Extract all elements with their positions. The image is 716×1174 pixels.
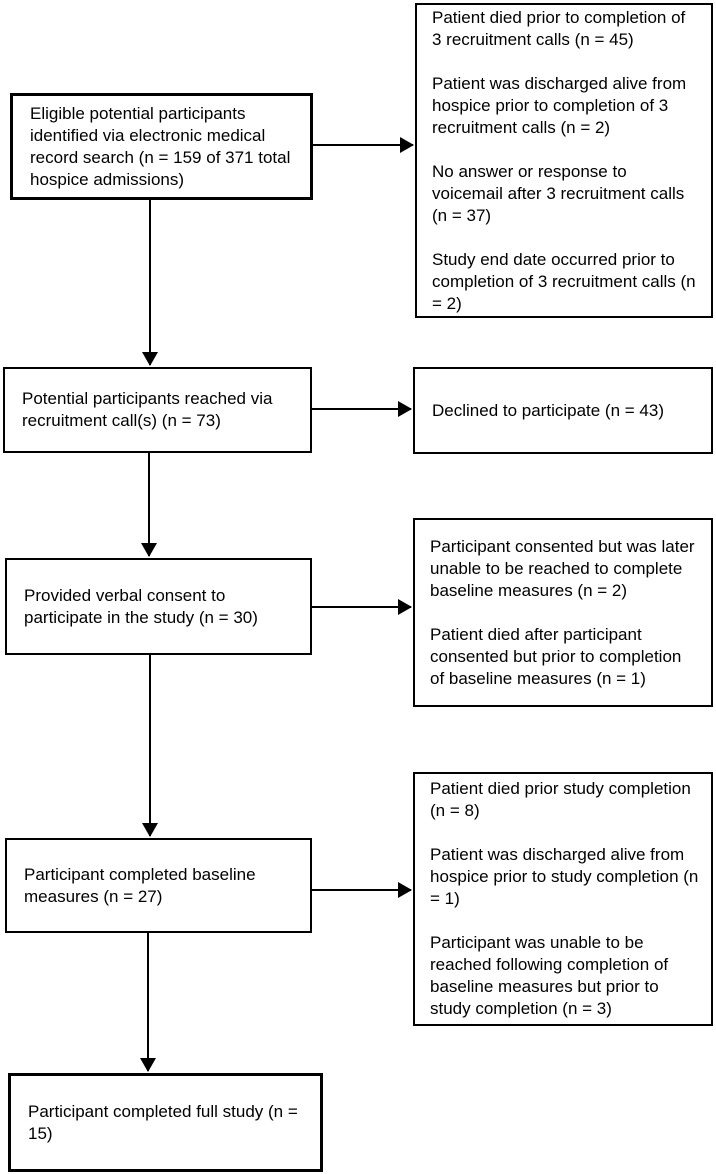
excluded-completion-reason: Patient died prior study completion (n =…	[430, 779, 691, 820]
node-declined: Declined to participate (n = 43)	[413, 367, 713, 454]
node-full-study-completed-label: Participant completed full study (n = 15…	[28, 1101, 298, 1143]
node-participants-reached-label: Potential participants reached via recru…	[22, 389, 273, 430]
node-excluded-completion: Patient died prior study completion (n =…	[413, 772, 713, 1026]
excluded-recruitment-reason: Study end date occurred prior to complet…	[432, 249, 696, 313]
node-excluded-recruitment: Patient died prior to completion of 3 re…	[415, 3, 713, 318]
excluded-recruitment-reason: Patient was discharged alive from hospic…	[432, 73, 687, 137]
excluded-baseline-reason: Patient died after participant consented…	[430, 624, 682, 688]
node-eligible-participants: Eligible potential participants identifi…	[10, 93, 313, 200]
excluded-recruitment-reason: Patient died prior to completion of 3 re…	[432, 7, 686, 49]
node-full-study-completed: Participant completed full study (n = 15…	[8, 1073, 323, 1172]
excluded-completion-reason: Participant was unable to be reached fol…	[430, 933, 669, 1018]
node-participants-reached: Potential participants reached via recru…	[3, 367, 312, 453]
node-baseline-completed: Participant completed baseline measures …	[5, 838, 312, 933]
node-baseline-completed-label: Participant completed baseline measures …	[24, 864, 256, 906]
excluded-completion-reason: Patient was discharged alive from hospic…	[430, 845, 699, 908]
node-excluded-baseline: Participant consented but was later unab…	[413, 518, 713, 707]
node-declined-label: Declined to participate (n = 43)	[432, 400, 664, 420]
excluded-recruitment-reason: No answer or response to voicemail after…	[432, 161, 685, 225]
node-verbal-consent-label: Provided verbal consent to participate i…	[24, 585, 258, 627]
excluded-baseline-reason: Participant consented but was later unab…	[430, 536, 695, 600]
node-verbal-consent: Provided verbal consent to participate i…	[5, 558, 312, 655]
node-eligible-participants-label: Eligible potential participants identifi…	[30, 103, 291, 189]
